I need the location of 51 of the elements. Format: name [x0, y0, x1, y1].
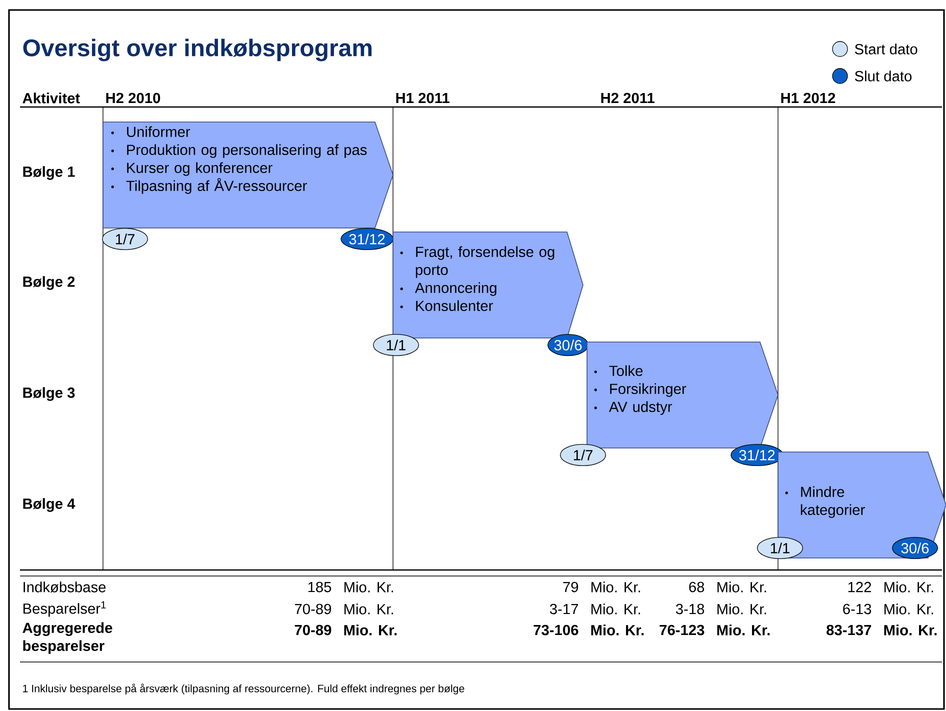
date-oval: 31/12 — [730, 444, 784, 466]
date-oval: 1/1 — [373, 334, 419, 356]
period-header: H1 2011 — [396, 92, 450, 104]
period-header: H2 2010 — [106, 92, 160, 104]
date-oval: 30/6 — [892, 537, 938, 559]
table-value: 83-137 — [826, 624, 872, 636]
row-label: Besparelser$^{1}$ — [23, 601, 106, 617]
unit-label: Mio. Kr. — [717, 582, 766, 592]
table-value: 68 — [689, 582, 704, 592]
unit-label: Mio. Kr. — [717, 604, 766, 614]
title: Oversigt over indkøbsprogram — [23, 38, 372, 62]
unit-label: Mio. Kr. — [717, 624, 770, 636]
table-value: 3-18 — [676, 604, 704, 614]
unit-label: Mio. Kr. — [884, 604, 934, 614]
unit-label: Mio. Kr. — [591, 582, 640, 592]
row-label: Aggregerede besparelser — [22, 622, 112, 654]
date-oval: 1/7 — [560, 444, 606, 466]
date-oval: 1/1 — [757, 537, 803, 559]
table-value: 185 — [308, 582, 332, 592]
unit-label: Mio. Kr. — [344, 624, 397, 636]
table-value: 73-106 — [534, 624, 578, 636]
wave-label: Bølge 4 — [23, 498, 76, 512]
wave-label: Bølge 2 — [23, 276, 75, 290]
table-value: 3-17 — [550, 604, 578, 614]
table-value: 76-123 — [660, 624, 704, 636]
unit-label: Mio. Kr. — [591, 604, 640, 614]
legend-label: Slut dato — [854, 70, 912, 82]
table-value: 70-89 — [294, 604, 332, 614]
legend-label: Start dato — [854, 44, 918, 54]
row-header: Aktivitet — [22, 92, 80, 104]
wave-chevron: Tolke Forsikringer AV udstyr — [586, 342, 778, 448]
date-oval: 30/6 — [547, 334, 589, 356]
wave-label: Bølge 3 — [23, 387, 75, 401]
period-header: H2 2011 — [601, 92, 654, 104]
footnote: 1 Inklusiv besparelse på årsværk (tilpasning af ressourcerne). Fuld effekt indregnes per bølge — [23, 684, 464, 694]
table-value: 70-89 — [294, 624, 332, 636]
unit-label: Mio. Kr. — [344, 604, 394, 614]
table-value: 79 — [563, 582, 578, 592]
wave-label: Bølge 1 — [23, 166, 75, 180]
unit-label: Mio. Kr. — [884, 624, 937, 636]
table-value: 6-13 — [843, 604, 872, 614]
unit-label: Mio. Kr. — [884, 582, 934, 592]
table-value: 122 — [848, 582, 871, 592]
wave-chevron: Fragt, forsendelse og porto Annoncering Konsulenter — [392, 232, 584, 338]
period-header: H1 2012 — [781, 92, 836, 104]
row-label: Indkøbsbase — [24, 582, 106, 592]
date-oval: 1/7 — [102, 228, 148, 250]
unit-label: Mio. Kr. — [344, 582, 394, 592]
unit-label: Mio. Kr. — [591, 624, 644, 636]
date-oval: 31/12 — [340, 228, 394, 250]
wave-chevron: Uniformer Produktion og personalisering af pas Kurser og konferencer Tilpasning af ÅV-ressourcer — [102, 122, 394, 228]
